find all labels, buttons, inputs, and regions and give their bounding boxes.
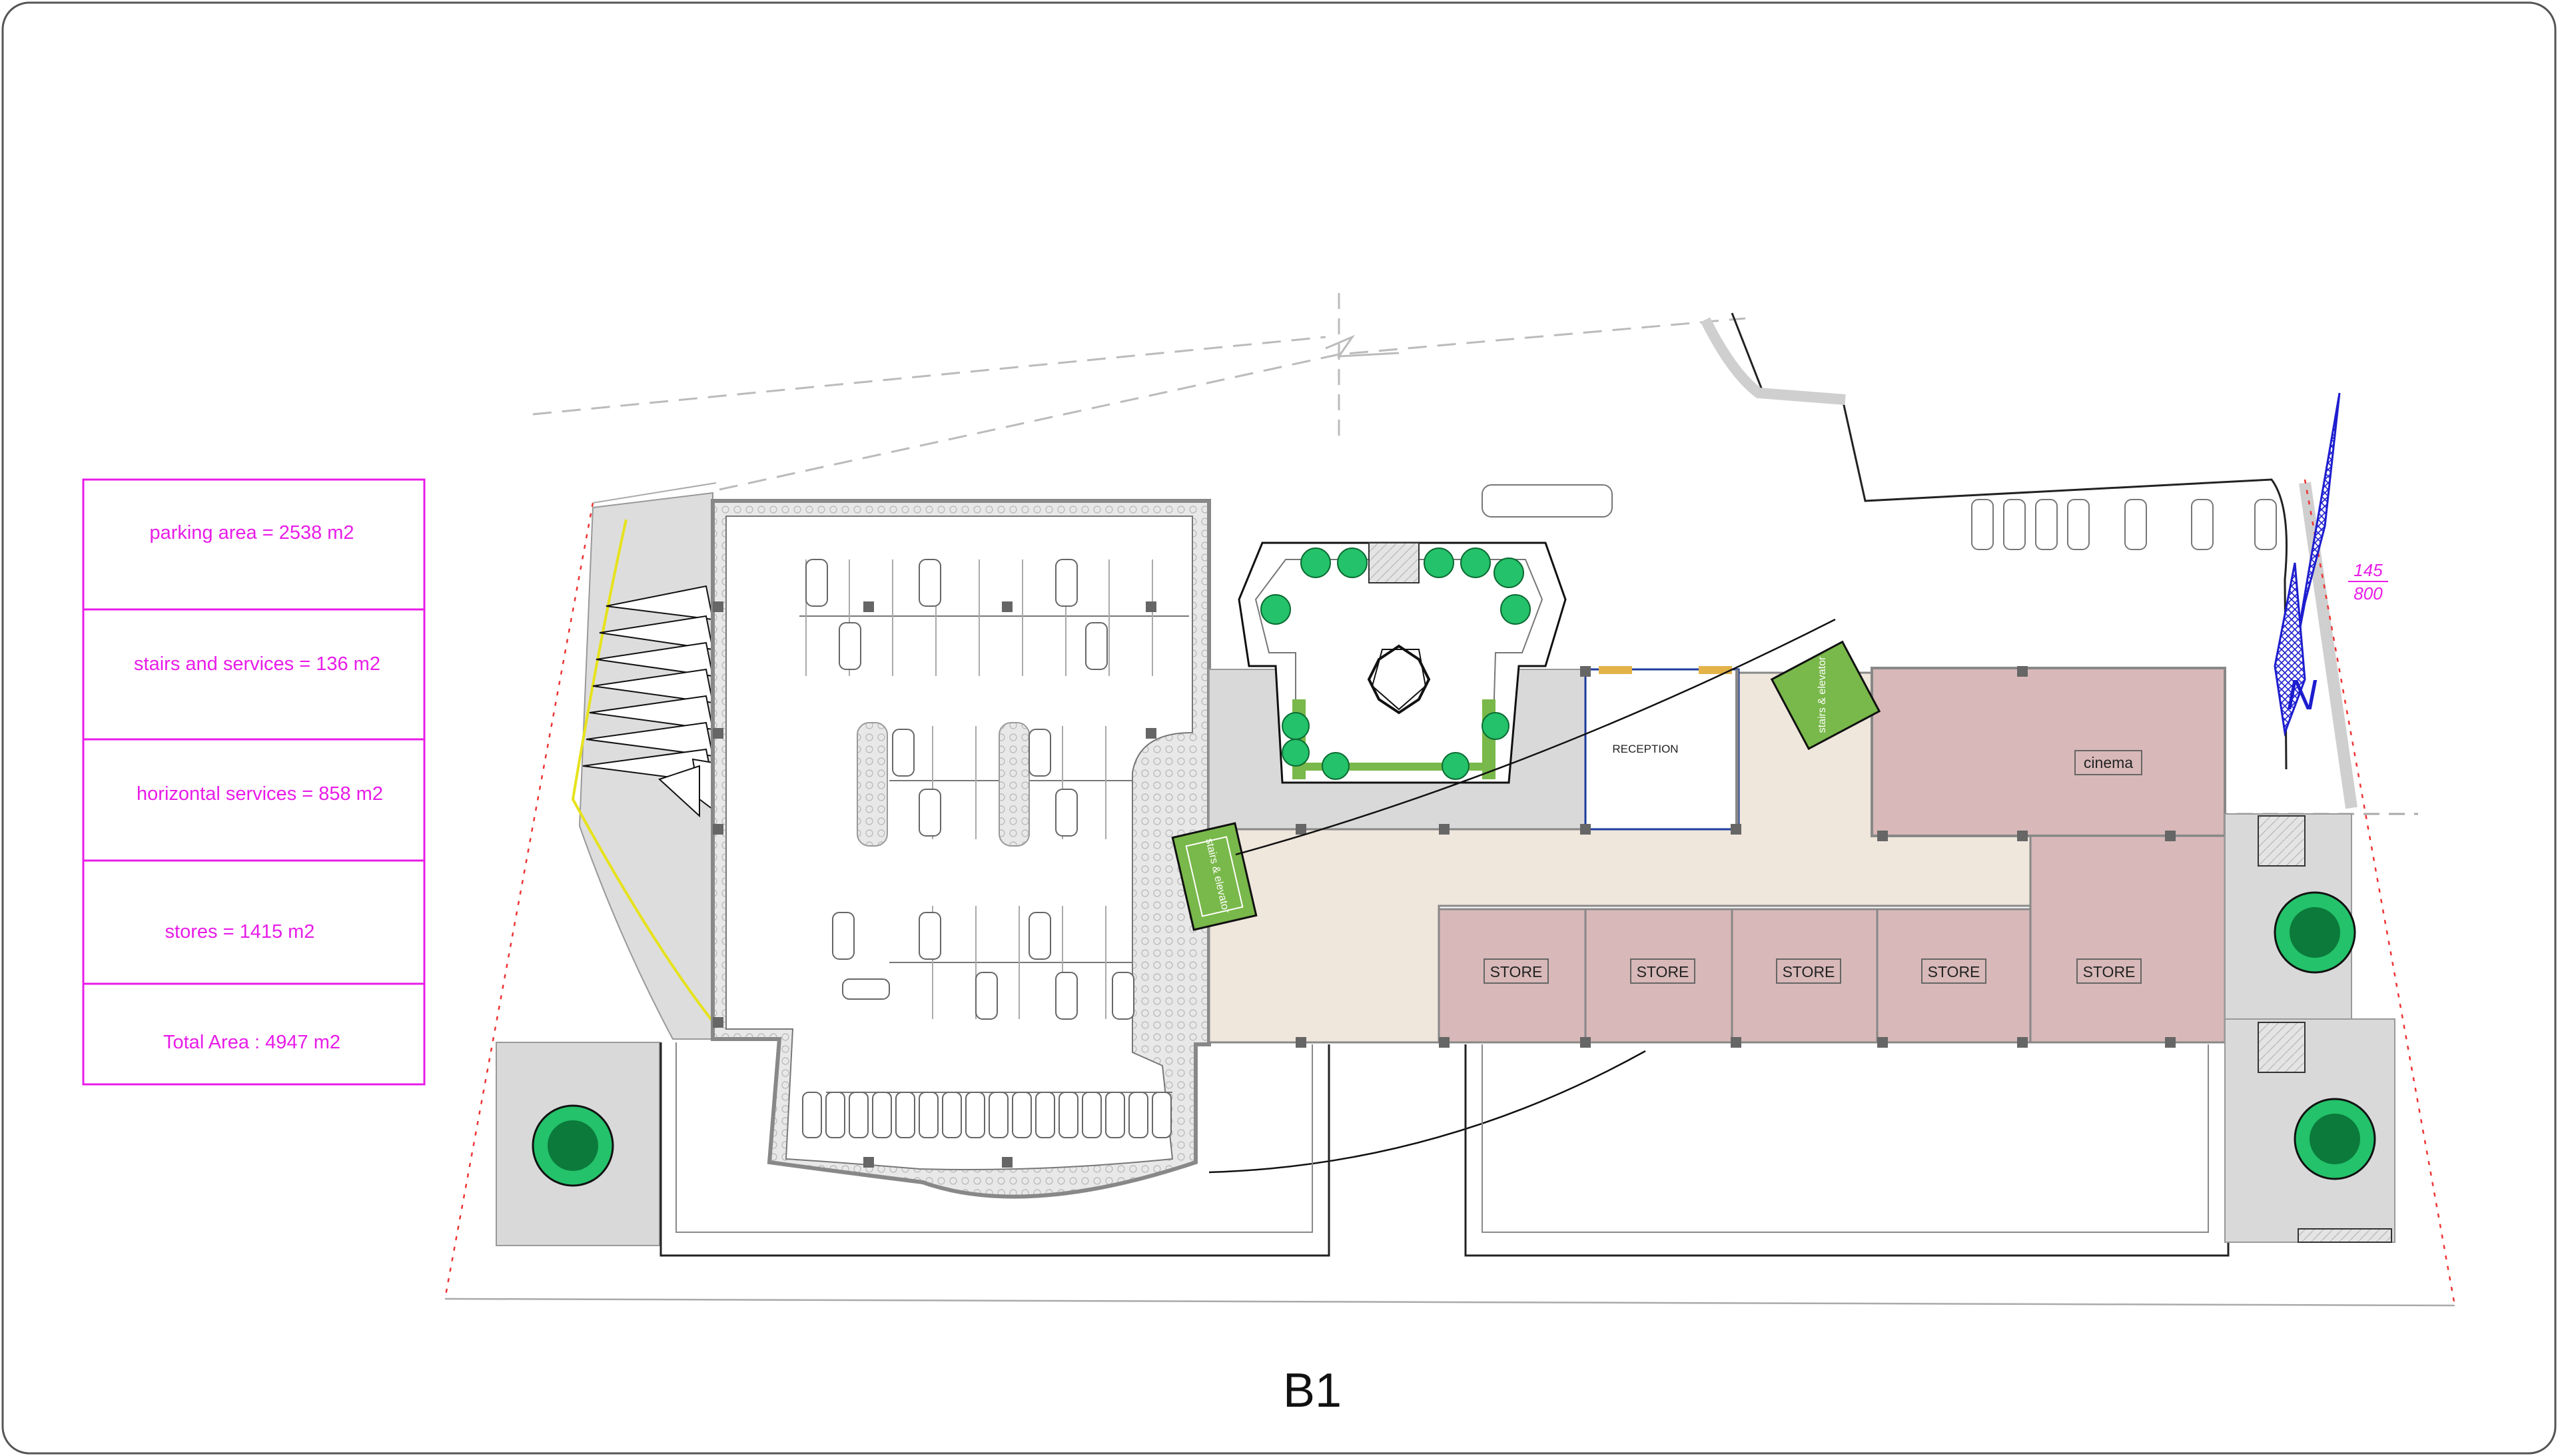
scale-numerator: 145 (2353, 560, 2383, 580)
cinema-label: cinema (2084, 754, 2133, 771)
store-label-2: STORE (1637, 963, 1689, 980)
reception-label: RECEPTION (1612, 743, 1678, 755)
store-label-5: STORE (2083, 963, 2136, 980)
parking-block (711, 499, 1211, 1199)
legend-row-total: Total Area : 4947 m2 (163, 1032, 340, 1053)
legend-row-parking: parking area = 2538 m2 (149, 522, 354, 544)
courtyard (1208, 542, 1586, 830)
street-parking (1482, 484, 2277, 550)
legend-row-stores: stores = 1415 m2 (165, 921, 315, 942)
north-letter: N (2286, 671, 2318, 719)
store-label-1: STORE (1490, 963, 1543, 980)
north-arrow: N 145 800 (2274, 392, 2388, 737)
east-strip (2224, 813, 2395, 1243)
store-label-3: STORE (1783, 963, 1835, 980)
west-landscape (496, 492, 734, 1246)
legend-row-stairs: stairs and services = 136 m2 (134, 653, 380, 675)
legend-row-horizontal: horizontal services = 858 m2 (137, 783, 383, 805)
scale-denominator: 800 (2353, 583, 2383, 603)
area-legend-table: parking area = 2538 m2 stairs and servic… (82, 478, 426, 1086)
mall-floor: RECEPTION cinema STORE STORE STORE STORE… (1171, 618, 2226, 1174)
plan-title: B1 (1283, 1364, 1342, 1417)
store-label-4: STORE (1928, 963, 1980, 980)
stairs-east-label: stairs & elevator (1817, 656, 1828, 733)
